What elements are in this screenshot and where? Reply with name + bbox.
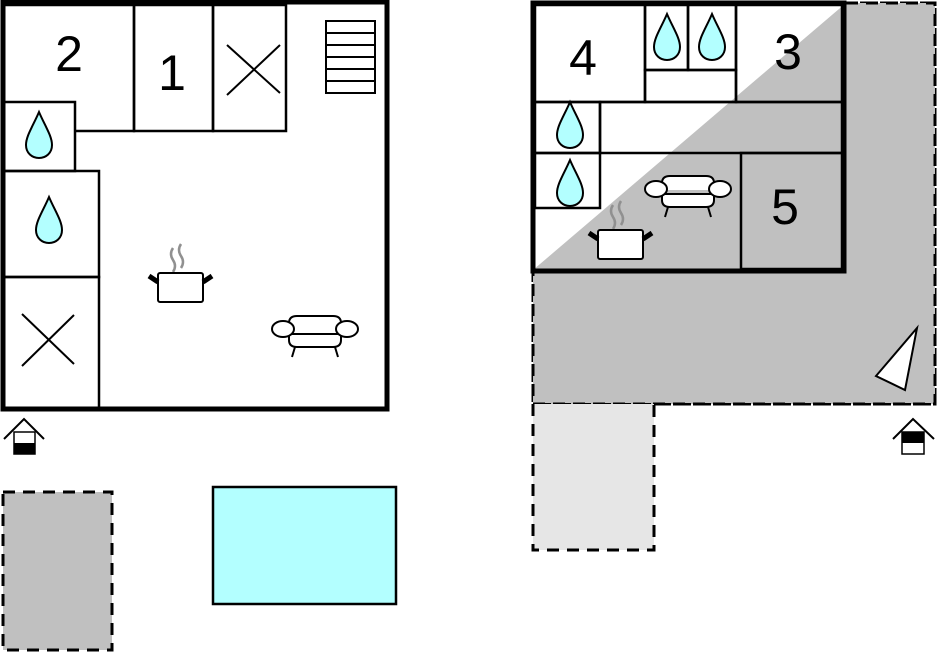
room-bathroom-5[interactable] — [533, 100, 602, 155]
water-drop-icon — [653, 13, 681, 61]
building-right-outline — [530, 0, 847, 274]
room-bathroom-1[interactable] — [2, 100, 77, 173]
room-bathroom-6[interactable] — [533, 151, 602, 210]
room-bedroom-5[interactable]: 5 — [739, 151, 844, 271]
kitchen-pot-icon — [149, 244, 212, 302]
room-bedroom-1[interactable]: 1 — [132, 3, 215, 133]
room-storage-1[interactable] — [211, 3, 288, 133]
terrace-left[interactable] — [1, 490, 114, 652]
terrace-light[interactable] — [531, 404, 656, 552]
water-drop-icon — [556, 159, 584, 207]
water-drop-icon — [698, 13, 726, 61]
water-drop-icon — [556, 101, 584, 149]
room-label-1: 1 — [158, 45, 186, 101]
room-bedroom-2[interactable]: 2 — [5, 3, 136, 133]
compass-arrow-icon — [874, 324, 919, 392]
room-label-5: 5 — [771, 179, 799, 235]
entrance-icon[interactable] — [892, 417, 935, 455]
building-right: 4 3 5 — [530, 0, 847, 274]
x-mark-icon — [226, 44, 281, 96]
swimming-pool[interactable] — [211, 485, 398, 606]
stairs-icon — [325, 20, 376, 94]
room-label-2: 2 — [55, 26, 83, 82]
room-label-4: 4 — [569, 30, 597, 86]
water-drop-icon — [25, 111, 53, 159]
room-label-3: 3 — [774, 24, 802, 80]
room-bathroom-2[interactable] — [2, 169, 101, 279]
room-living-kitchen[interactable] — [149, 244, 359, 358]
room-bedroom-4[interactable]: 4 — [533, 3, 647, 104]
x-mark-icon — [21, 313, 75, 367]
room-closet[interactable] — [643, 68, 738, 104]
building-left: 2 1 — [0, 0, 390, 455]
room-bathroom-3[interactable] — [643, 3, 690, 72]
room-storage-2[interactable] — [2, 275, 101, 410]
room-bathroom-4[interactable] — [686, 3, 738, 72]
sofa-icon — [271, 315, 359, 358]
water-drop-icon — [35, 196, 63, 244]
entrance-icon[interactable] — [3, 417, 45, 455]
